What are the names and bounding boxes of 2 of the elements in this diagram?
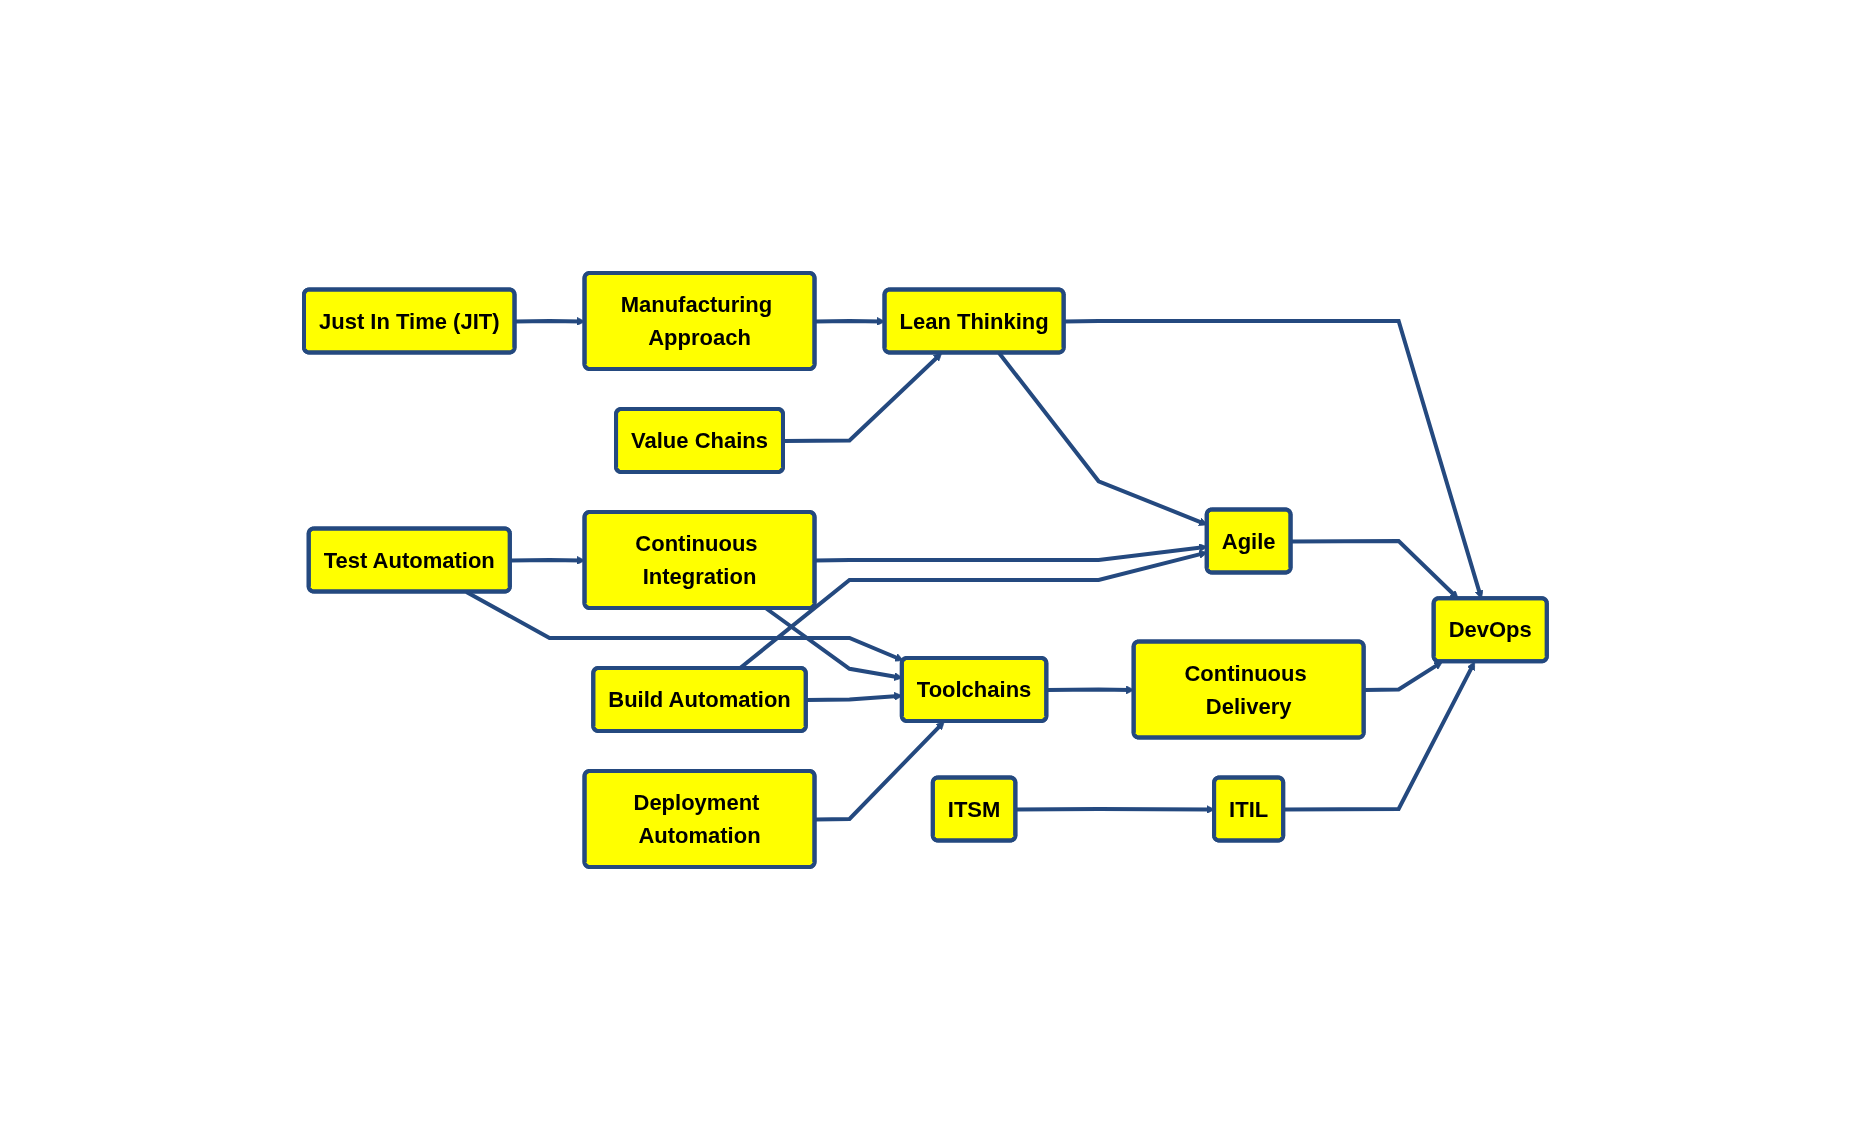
arrow	[815, 720, 945, 821]
arrow	[1364, 660, 1443, 692]
